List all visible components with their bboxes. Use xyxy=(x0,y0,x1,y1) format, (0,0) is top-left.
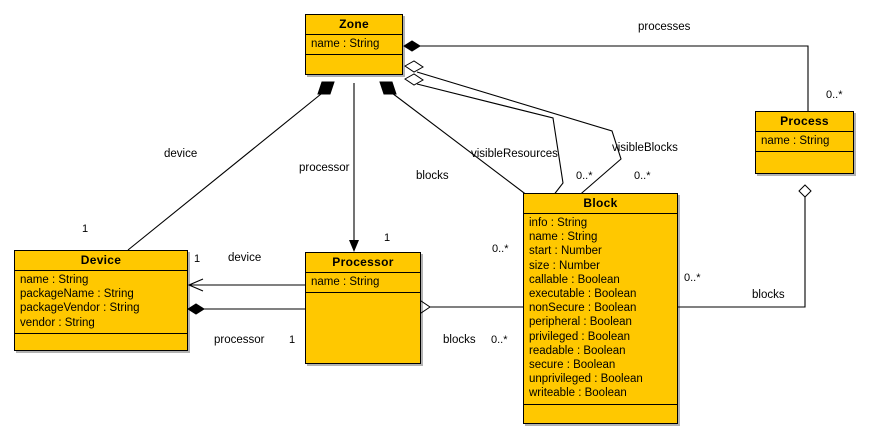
multiplicity-block-blocks-processor: 0..* xyxy=(491,334,508,346)
class-operations-processor xyxy=(306,293,420,363)
attribute: start : Number xyxy=(529,245,602,258)
edge-label-blocks-zone: blocks xyxy=(416,170,449,182)
edge-label-visible-blocks: visibleBlocks xyxy=(612,142,678,154)
class-name-process: Process xyxy=(756,112,853,132)
arrowhead-zone-processor xyxy=(349,240,359,252)
attribute: name : String xyxy=(529,231,598,244)
attribute: unprivileged : Boolean xyxy=(529,373,643,386)
attribute: secure : Boolean xyxy=(529,359,616,372)
edge-label-processes: processes xyxy=(638,21,691,33)
arrowhead-processor-device xyxy=(187,278,204,292)
composition-diamond-zone-device xyxy=(317,81,335,95)
composition-diamond-device-processor xyxy=(187,303,205,315)
attribute: name : String xyxy=(20,274,89,286)
attribute: packageVendor : String xyxy=(20,302,140,315)
class-box-device[interactable]: Device name : String packageName : Strin… xyxy=(14,250,188,351)
edge-label-visible-resources: visibleResources xyxy=(471,148,558,160)
attribute: name : String xyxy=(311,38,380,50)
multiplicity-processor-zone: 1 xyxy=(384,232,391,244)
edge-zone-device xyxy=(127,89,327,251)
attribute: name : String xyxy=(761,135,830,147)
aggregation-diamond-visibleblocks xyxy=(404,73,424,86)
class-attributes-process: name : String xyxy=(756,132,853,153)
class-attributes-block: info : String name : String start : Numb… xyxy=(524,214,677,405)
multiplicity-device-zone: 1 xyxy=(82,223,89,235)
edge-zone-visibleblocks xyxy=(416,83,564,206)
class-box-zone[interactable]: Zone name : String xyxy=(305,14,403,76)
multiplicity-block-visible-blocks: 0..* xyxy=(634,170,651,182)
edge-label-processor-top: processor xyxy=(299,162,350,174)
multiplicity-device-right: 1 xyxy=(194,253,201,265)
attribute: size : Number xyxy=(529,259,600,272)
attribute: packageName : String xyxy=(20,288,134,301)
edge-label-blocks-processor: blocks xyxy=(443,334,476,346)
class-operations-block xyxy=(524,405,677,423)
attribute: executable : Boolean xyxy=(529,288,637,301)
edge-process-blocks xyxy=(678,197,806,308)
attribute: peripheral : Boolean xyxy=(529,316,632,329)
attribute: readable : Boolean xyxy=(529,344,626,357)
aggregation-diamond-visibleresources xyxy=(404,60,424,73)
attribute: callable : Boolean xyxy=(529,273,620,286)
attribute: info : String xyxy=(529,217,588,229)
edge-label-processor-bottom: processor xyxy=(214,334,265,346)
class-box-process[interactable]: Process name : String xyxy=(755,111,854,175)
attribute: writeable : Boolean xyxy=(529,387,627,400)
class-box-block[interactable]: Block info : String name : String start … xyxy=(523,193,678,424)
composition-diamond-zone-processes xyxy=(403,40,421,52)
class-box-processor[interactable]: Processor name : String xyxy=(305,252,421,365)
attribute: vendor : String xyxy=(20,316,95,329)
multiplicity-block-visible-resources: 0..* xyxy=(576,170,593,182)
attribute: nonSecure : Boolean xyxy=(529,302,637,315)
multiplicity-block-blocks-zone: 0..* xyxy=(492,243,509,255)
multiplicity-process-top: 0..* xyxy=(826,89,843,101)
edge-zone-visibleresources xyxy=(416,71,622,206)
multiplicity-block-blocks-process: 0..* xyxy=(684,272,701,284)
edge-zone-processes xyxy=(412,45,809,111)
attribute: name : String xyxy=(311,276,380,288)
attribute: privileged : Boolean xyxy=(529,330,631,343)
edge-label-blocks-process: blocks xyxy=(752,289,785,301)
class-attributes-device: name : String packageName : String packa… xyxy=(15,271,187,334)
class-operations-process xyxy=(756,152,853,173)
class-operations-device xyxy=(15,334,187,350)
composition-diamond-zone-blocks xyxy=(379,81,397,95)
edge-label-device-top: device xyxy=(164,148,198,160)
class-name-processor: Processor xyxy=(306,253,420,273)
class-name-zone: Zone xyxy=(306,15,402,35)
class-name-block: Block xyxy=(524,194,677,214)
multiplicity-processor-left: 1 xyxy=(289,334,296,346)
class-operations-zone xyxy=(306,55,402,74)
class-attributes-zone: name : String xyxy=(306,35,402,56)
class-name-device: Device xyxy=(15,251,187,271)
edge-label-device-mid: device xyxy=(228,252,262,264)
aggregation-diamond-process-blocks xyxy=(798,184,812,198)
class-attributes-processor: name : String xyxy=(306,273,420,294)
